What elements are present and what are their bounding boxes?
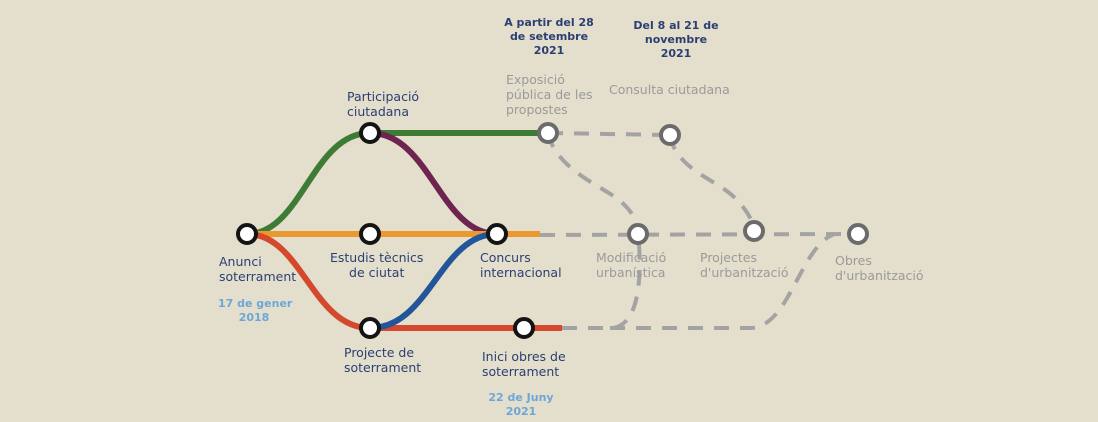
- label-modificacio-line2: urbanística: [596, 265, 666, 280]
- label-concurs: Concurs internacional: [480, 250, 562, 280]
- label-participacio-line2: ciutadana: [347, 104, 410, 119]
- label-projecte-soterrament-line2: soterrament: [344, 360, 422, 375]
- date-inici-obres-line1: 22 de Juny: [488, 391, 554, 404]
- station-estudis: [359, 223, 381, 245]
- label-obres-urb-line2: d'urbanització: [835, 268, 924, 283]
- red-route: [246, 231, 562, 331]
- date-exposicio-line2: de setembre: [509, 30, 589, 43]
- date-consulta-line2: novembre: [644, 33, 708, 46]
- date-inici-obres: 22 de Juny 2021: [484, 391, 558, 419]
- station-inici-obres: [513, 317, 535, 339]
- date-anunci-line2: 2018: [238, 311, 270, 324]
- label-exposicio-line3: propostes: [506, 102, 568, 117]
- date-consulta-line3: 2021: [660, 47, 692, 60]
- date-exposicio-line3: 2021: [533, 44, 565, 57]
- label-estudis: Estudis tècnics de ciutat: [330, 250, 423, 280]
- green-route: [246, 130, 548, 237]
- label-projectes-urb-line2: d'urbanització: [700, 265, 789, 280]
- station-concurs: [486, 223, 508, 245]
- label-participacio-line1: Participació: [347, 89, 420, 104]
- label-estudis-line2: de ciutat: [349, 265, 405, 280]
- station-consulta: [659, 124, 681, 146]
- date-inici-obres-line2: 2021: [505, 405, 537, 418]
- station-participacio: [359, 122, 381, 144]
- label-participacio: Participació ciutadana: [347, 89, 419, 119]
- label-modificacio-line1: Modificació: [596, 250, 667, 265]
- blue-route: [369, 231, 498, 331]
- label-consulta: Consulta ciutadana: [609, 82, 730, 97]
- dashed-route-concurs-obres: [539, 232, 859, 237]
- station-obres-urb: [847, 223, 869, 245]
- station-exposicio: [537, 122, 559, 144]
- station-anunci: [236, 223, 258, 245]
- label-consulta-line1: Consulta ciutadana: [609, 82, 730, 97]
- label-projectes-urb-line1: Projectes: [700, 250, 757, 265]
- date-consulta-line1: Del 8 al 21 de: [633, 19, 719, 32]
- label-projecte-soterrament-line1: Projecte de: [344, 345, 415, 360]
- station-projecte-soterrament: [359, 317, 381, 339]
- date-exposicio: A partir del 28 de setembre 2021: [500, 16, 598, 58]
- dashed-route-inici-modificacio: [562, 233, 642, 330]
- purple-route: [369, 130, 498, 237]
- label-projecte-soterrament: Projecte de soterrament: [344, 345, 421, 375]
- label-concurs-line1: Concurs: [480, 250, 531, 265]
- dashed-route-exposicio-modificacio: [546, 132, 640, 235]
- date-anunci-line1: 17 de gener: [218, 297, 293, 310]
- label-anunci-line1: Anunci: [219, 254, 262, 269]
- date-exposicio-line1: A partir del 28: [504, 16, 594, 29]
- dashed-route-exposicio-consulta: [547, 131, 671, 137]
- label-inici-obres-line2: soterrament: [482, 364, 560, 379]
- label-anunci: Anunci soterrament: [219, 254, 296, 284]
- label-estudis-line1: Estudis tècnics: [330, 250, 424, 265]
- label-exposicio: Exposició pública de les propostes: [506, 72, 593, 117]
- dashed-route-consulta-projectes: [668, 134, 756, 232]
- label-exposicio-line1: Exposició: [506, 72, 565, 87]
- label-modificacio: Modificació urbanística: [596, 250, 666, 280]
- dashed-route-inici-obres: [610, 232, 836, 330]
- label-anunci-line2: soterrament: [219, 269, 297, 284]
- label-obres-urb-line1: Obres: [835, 253, 872, 268]
- station-projectes-urb: [743, 220, 765, 242]
- station-modificacio: [627, 223, 649, 245]
- label-inici-obres-line1: Inici obres de: [482, 349, 566, 364]
- label-concurs-line2: internacional: [480, 265, 562, 280]
- date-anunci: 17 de gener 2018: [218, 297, 293, 325]
- date-consulta: Del 8 al 21 de novembre 2021: [626, 19, 726, 61]
- label-inici-obres: Inici obres de soterrament: [482, 349, 566, 379]
- label-projectes-urb: Projectes d'urbanització: [700, 250, 789, 280]
- label-exposicio-line2: pública de les: [506, 87, 593, 102]
- label-obres-urb: Obres d'urbanització: [835, 253, 924, 283]
